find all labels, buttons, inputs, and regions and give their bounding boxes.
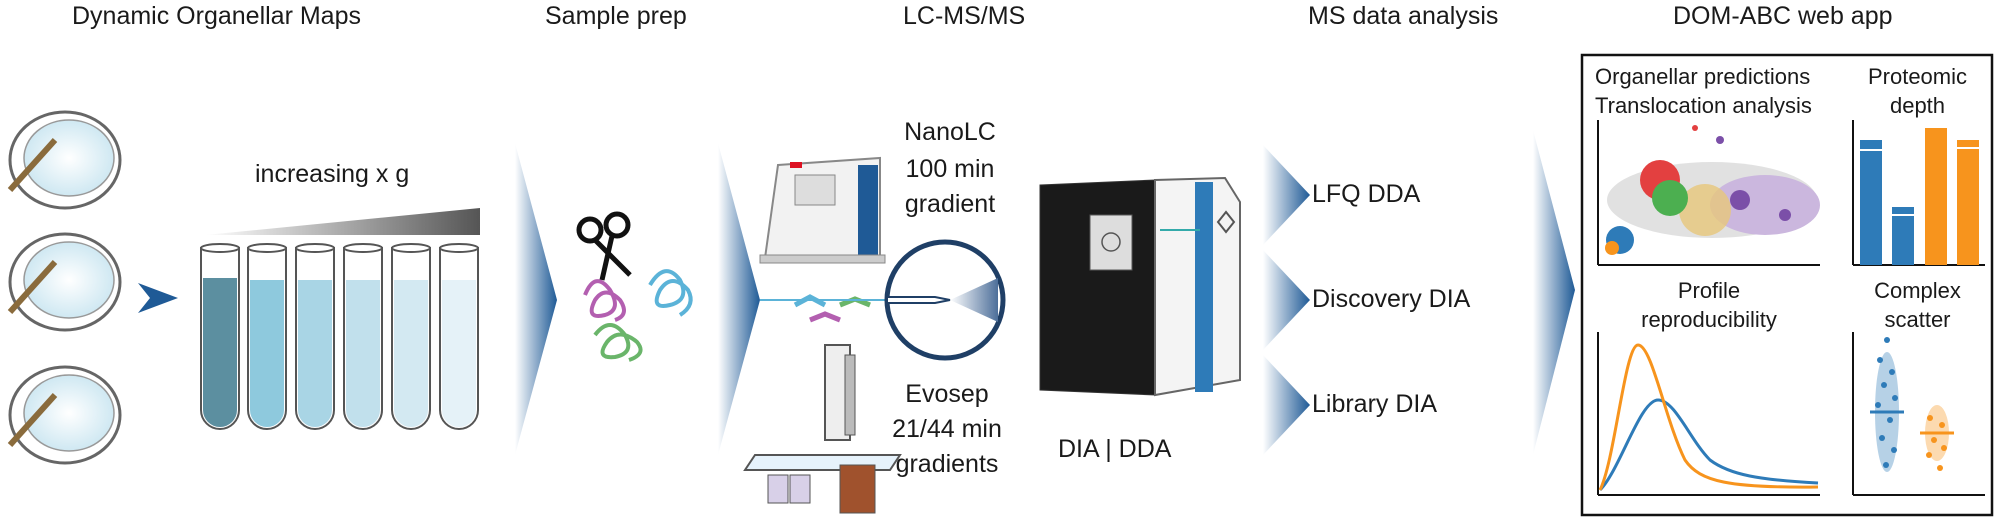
pred-scatter xyxy=(1605,125,1820,255)
protein-cyan xyxy=(648,269,693,317)
petri-dish-1 xyxy=(7,110,122,210)
scissors-icon xyxy=(576,211,632,281)
webapp-frame xyxy=(1580,53,1994,517)
arrow-icon xyxy=(138,283,178,313)
gradient-label: increasing x g xyxy=(255,160,410,188)
analysis-item-lfq: LFQ DDA xyxy=(1312,180,1421,208)
nanolc-line-3: gradient xyxy=(904,190,996,218)
evosep-line-2: 21/44 min xyxy=(892,415,1002,443)
header-prep: Sample prep xyxy=(545,2,687,30)
repro-curve-orange xyxy=(1598,343,1819,491)
peptide-1 xyxy=(793,294,827,308)
evosep-line-3: gradients xyxy=(895,450,999,478)
emitter-magnifier xyxy=(884,239,1006,361)
header-lcms: LC-MS/MS xyxy=(903,2,1026,30)
nanolc-line-1: NanoLC xyxy=(904,118,996,146)
chevron-arrow-1 xyxy=(515,143,557,455)
chevron-arrow-2 xyxy=(718,143,760,455)
ms-mode-label: DIA | DDA xyxy=(1058,435,1172,463)
chevron-discovery xyxy=(1263,250,1310,350)
panel-predictions-line-1: Organellar predictions xyxy=(1595,64,1811,89)
evosep-instrument xyxy=(743,344,902,514)
analysis-item-discovery: Discovery DIA xyxy=(1312,285,1471,313)
panel-scatter-line-1: Complex xyxy=(1874,278,1961,303)
header-analysis: MS data analysis xyxy=(1308,2,1499,30)
centrifuge-tubes xyxy=(200,243,479,430)
nanolc-line-2: 100 min xyxy=(905,155,995,183)
depth-bars xyxy=(1860,128,1979,265)
panel-scatter-line-2: scatter xyxy=(1884,307,1951,332)
complex-scatter-dots xyxy=(1870,337,1954,472)
protein-green xyxy=(593,323,643,362)
panel-repro-line-2: reproducibility xyxy=(1641,307,1777,332)
petri-dish-3 xyxy=(7,365,122,465)
panel-depth-line-1: Proteomic xyxy=(1867,64,1968,89)
peptide-2 xyxy=(809,311,841,323)
chevron-lfq xyxy=(1263,145,1310,245)
repro-curve-blue xyxy=(1598,398,1819,492)
analysis-item-library: Library DIA xyxy=(1312,390,1438,418)
gradient-wedge xyxy=(205,208,480,235)
mass-spectrometer xyxy=(1039,176,1241,397)
chevron-library xyxy=(1263,355,1310,455)
header-webapp: DOM-ABC web app xyxy=(1673,2,1893,30)
protein-purple xyxy=(583,279,626,322)
evosep-line-1: Evosep xyxy=(905,380,989,408)
chevron-arrow-4 xyxy=(1533,130,1575,455)
panel-depth-line-2: depth xyxy=(1889,93,1946,118)
panel-repro-line-1: Profile xyxy=(1677,278,1741,303)
nanolc-instrument xyxy=(759,156,886,264)
header-maps: Dynamic Organellar Maps xyxy=(72,2,361,30)
panel-predictions-line-2: Translocation analysis xyxy=(1595,93,1812,118)
petri-dish-2 xyxy=(7,232,122,332)
